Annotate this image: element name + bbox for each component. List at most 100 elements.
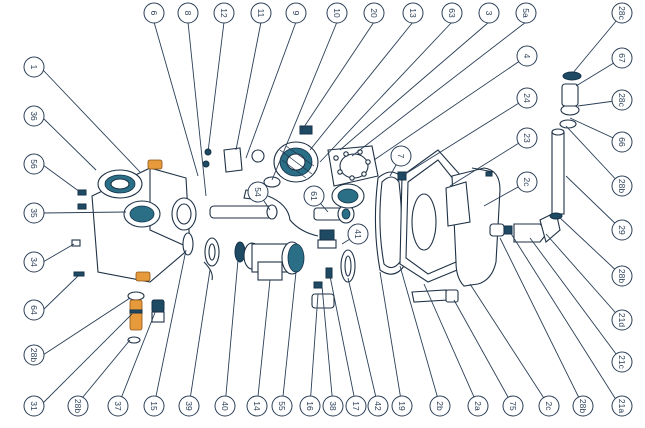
callout-circle — [23, 153, 45, 175]
callout-left-3: 56 — [23, 153, 45, 175]
callout-right-3: 28c — [611, 89, 633, 111]
callout-bottom-4: 39 — [178, 395, 200, 417]
callout-number: 17 — [351, 401, 361, 411]
callout-number: 40 — [220, 401, 230, 411]
callout-circle — [347, 223, 369, 245]
callout-number: 2b — [435, 401, 445, 411]
callout-number: 28c — [617, 6, 627, 20]
callout-circle — [391, 395, 413, 417]
callout-middle-6: 54 — [247, 181, 269, 203]
parts-group — [71, 71, 582, 344]
callout-bottom-6: 14 — [246, 395, 268, 417]
callout-number: 11 — [256, 9, 266, 18]
fittings-bottom-left — [127, 291, 165, 344]
callout-top-7: 20 — [363, 2, 385, 24]
callout-number: 1 — [29, 65, 39, 70]
callout-left-1: 1 — [23, 56, 45, 78]
callout-circle — [285, 2, 307, 24]
callout-circle — [611, 351, 633, 373]
rotor-assembly — [234, 241, 305, 281]
callout-number: 28b — [617, 179, 627, 193]
callout-circle — [478, 2, 500, 24]
callout-middle-7: 61 — [303, 185, 325, 207]
callout-circle — [23, 395, 45, 417]
hose-fittings-right — [489, 71, 582, 243]
callout-number: 8 — [183, 11, 193, 16]
callout-circle — [429, 395, 451, 417]
callout-number: 61 — [309, 191, 319, 201]
callout-bottom-13: 2b — [429, 395, 451, 417]
callout-number: 63 — [447, 8, 457, 18]
callout-number: 42 — [373, 401, 383, 411]
callout-bottom-8: 16 — [299, 395, 321, 417]
motor-cage — [273, 125, 319, 183]
callout-number: 34 — [29, 257, 39, 267]
callout-bottom-10: 17 — [345, 395, 367, 417]
callout-number: 56 — [29, 159, 39, 169]
small-parts-center — [311, 267, 335, 309]
callout-circle — [538, 395, 560, 417]
callout-bottom-2: 37 — [107, 395, 129, 417]
callout-circle — [23, 299, 45, 321]
callout-circle — [516, 127, 538, 149]
callout-top-4: 11 — [250, 2, 272, 24]
callout-top-8: 13 — [402, 2, 424, 24]
callout-number: 28c — [617, 93, 627, 107]
callout-number: 16 — [305, 401, 315, 411]
callout-circle — [441, 2, 463, 24]
callout-circle — [516, 45, 538, 67]
callout-number: 21c — [617, 355, 627, 369]
callout-number: 9 — [291, 11, 301, 16]
outer-cover — [445, 167, 501, 287]
callout-right-7: 28b — [611, 265, 633, 287]
callout-circle — [107, 395, 129, 417]
callout-bottom-14: 2a — [467, 395, 489, 417]
callout-middle-8: 41 — [347, 223, 369, 245]
callout-top-11: 5a — [515, 2, 537, 24]
callout-circle — [177, 2, 199, 24]
callout-circle — [611, 131, 633, 153]
callout-top-2: 8 — [177, 2, 199, 24]
callout-circle — [67, 395, 89, 417]
callout-circle — [502, 395, 524, 417]
callout-number: 31 — [29, 401, 39, 411]
callout-circle — [326, 2, 348, 24]
filter-basket — [327, 145, 379, 209]
callout-number: 66 — [617, 137, 627, 147]
callout-circle — [247, 181, 269, 203]
callout-bottom-7: 55 — [271, 395, 293, 417]
callout-circle — [246, 395, 268, 417]
callout-bottom-15: 75 — [502, 395, 524, 417]
callout-circle — [143, 2, 165, 24]
callout-circle — [23, 344, 45, 366]
callout-number: 14 — [252, 401, 262, 411]
shaft — [209, 195, 319, 237]
callout-number: 39 — [184, 401, 194, 411]
callout-right-5: 28b — [611, 175, 633, 197]
callout-left-2: 36 — [23, 105, 45, 127]
callout-number: 7 — [396, 154, 406, 159]
callout-number: 41 — [353, 229, 363, 239]
callout-number: 67 — [617, 53, 627, 63]
callout-circle — [23, 251, 45, 273]
callout-number: 35 — [29, 208, 39, 218]
callout-number: 2c — [544, 402, 554, 412]
callout-circle — [516, 87, 538, 109]
callout-number: 28b — [73, 399, 83, 413]
callout-bottom-16: 2c — [538, 395, 560, 417]
callout-middle-2: 24 — [516, 87, 538, 109]
callout-circle — [611, 309, 633, 331]
callout-circle — [402, 2, 424, 24]
callout-number: 55 — [277, 401, 287, 411]
callout-circle — [572, 395, 594, 417]
callout-right-1: 28c — [611, 2, 633, 24]
seal-rings — [182, 232, 220, 281]
callout-circle — [390, 145, 412, 167]
callout-top-3: 12 — [213, 2, 235, 24]
callout-circle — [611, 47, 633, 69]
fittings-left — [71, 189, 87, 277]
callout-right-9: 21c — [611, 351, 633, 373]
callout-number: 13 — [408, 8, 418, 18]
callout-circle — [611, 219, 633, 241]
